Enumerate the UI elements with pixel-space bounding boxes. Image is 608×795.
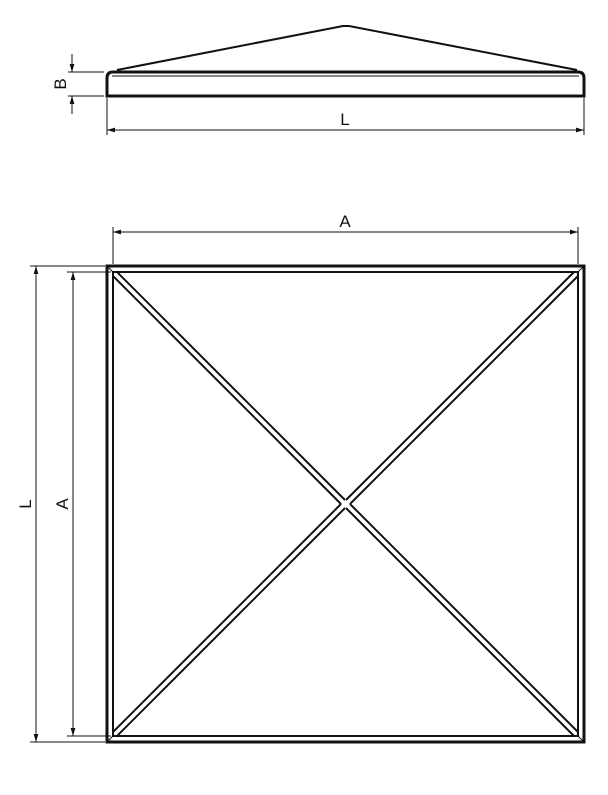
dimension-l-side-label: L [340,110,349,129]
plan-diagonal-ridge [349,503,579,733]
dimension-l-left-label: L [16,499,35,508]
plan-diagonal-ridge [112,503,342,733]
dimension-b-label: B [51,78,70,89]
dimension-l-left: L [16,265,105,743]
plan-diagonal-ridge [116,507,346,737]
dimension-a-left: A [53,271,111,737]
plan-diagonal-ridge [112,275,342,505]
side-view-pyramid [116,25,578,71]
plan-view: A A L [16,212,586,744]
dimension-a-top: A [112,212,579,264]
dimension-a-left-label: A [53,498,72,510]
dimension-a-top-label: A [339,212,351,231]
plan-outer-square [105,264,586,744]
dimension-l-side: L [106,98,585,135]
plan-inner-square [112,271,579,737]
plan-diagonal-ridge [349,275,579,505]
dimension-b: B [51,54,104,114]
plan-diagonal-ridge [345,507,575,737]
plan-diagonal-ridge [116,271,346,501]
side-view-base [105,70,586,98]
plan-corner-bevel [106,265,585,743]
side-view: B L [51,25,586,135]
plan-diagonal-ridge [345,271,575,501]
